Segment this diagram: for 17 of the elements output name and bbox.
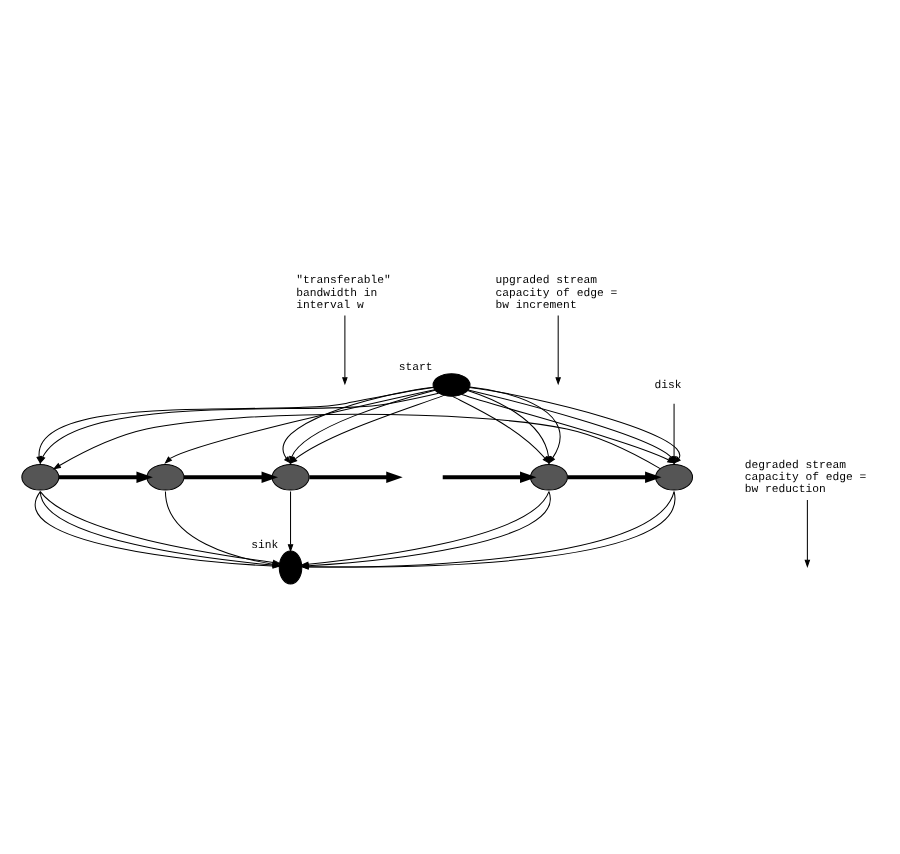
arrow: [287, 491, 294, 553]
node-ellipse: [530, 463, 568, 491]
arrow: [58, 471, 153, 483]
arrow: [804, 499, 811, 568]
arrow: [671, 403, 677, 465]
arrow: [342, 315, 348, 386]
node-ellipse: [271, 463, 310, 491]
arrow: [309, 471, 403, 483]
arrow: [442, 471, 537, 483]
arrow: [567, 471, 662, 483]
node-ellipse: [432, 373, 471, 397]
arrow: [555, 315, 562, 386]
node-ellipse: [655, 463, 694, 491]
node-ellipse: [146, 463, 185, 491]
arrow: [52, 413, 661, 470]
arrow: [184, 471, 278, 483]
node-ellipse: [278, 550, 303, 585]
